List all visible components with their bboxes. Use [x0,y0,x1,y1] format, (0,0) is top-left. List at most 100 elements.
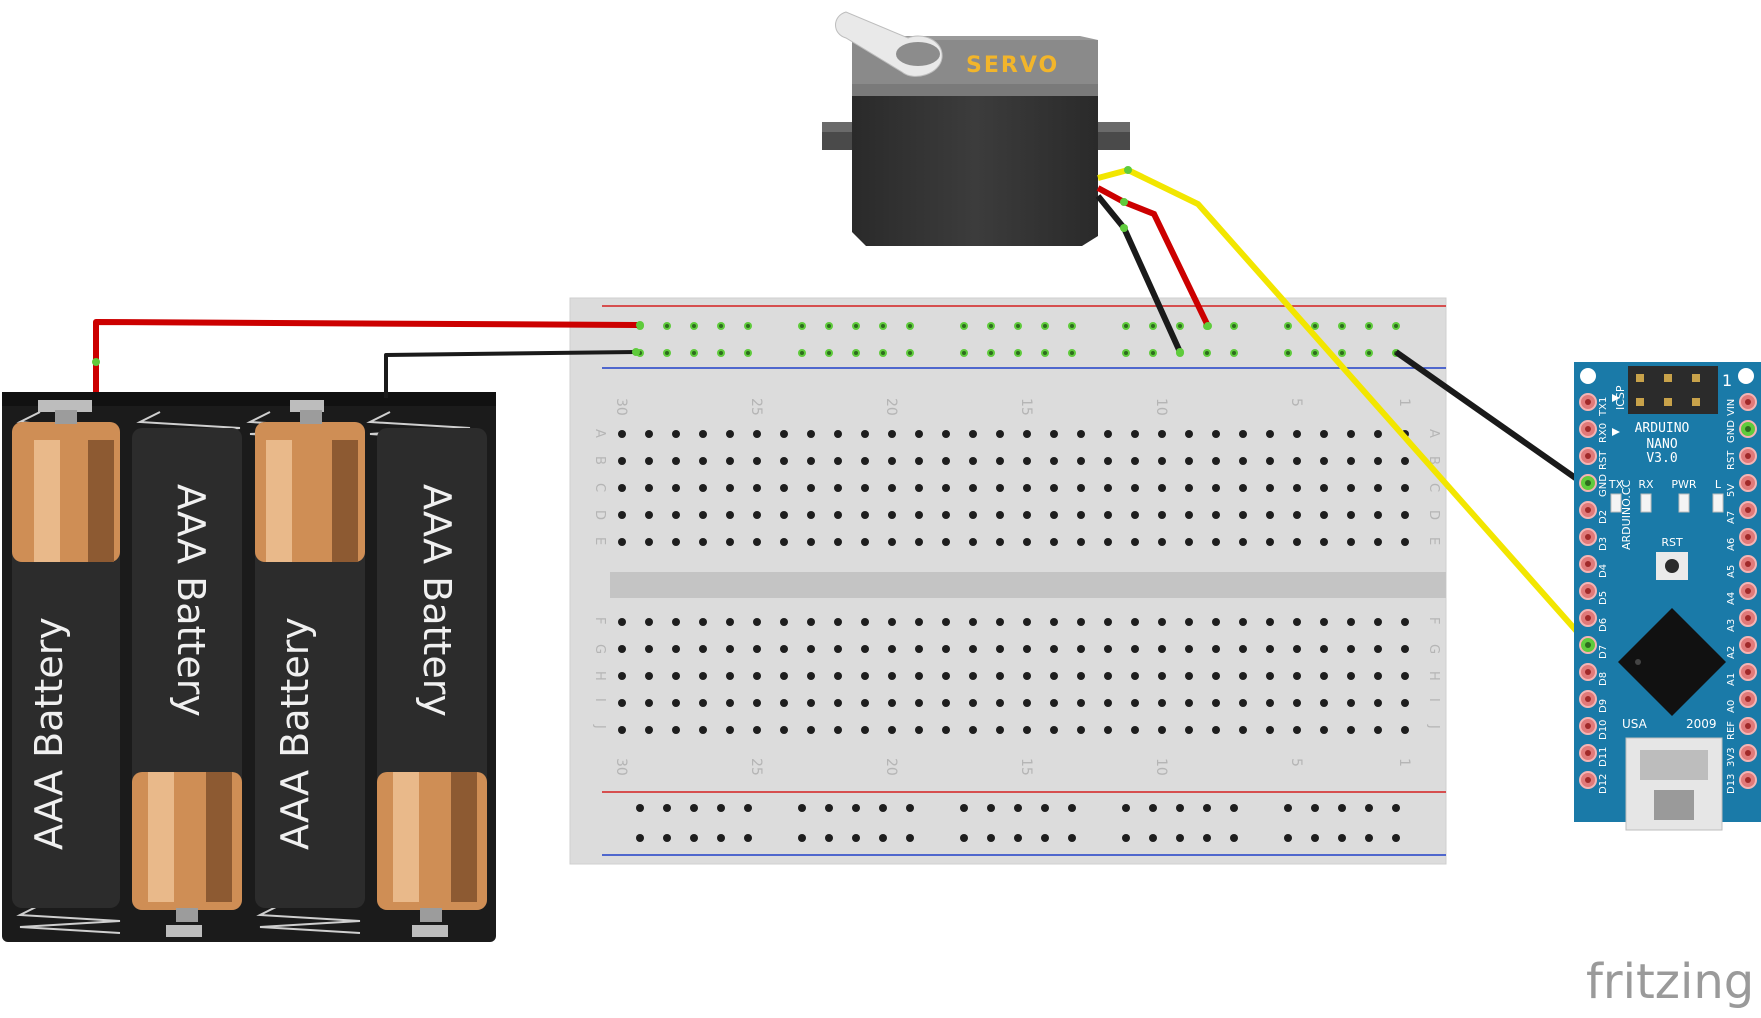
rail-hole[interactable] [690,834,698,842]
rail-hole[interactable] [960,834,968,842]
breadboard-hole[interactable] [1266,430,1274,438]
breadboard-hole[interactable] [1374,672,1382,680]
breadboard-hole[interactable] [996,618,1004,626]
breadboard-hole[interactable] [969,618,977,626]
breadboard-hole[interactable] [1320,457,1328,465]
rail-hole[interactable] [798,804,806,812]
breadboard-hole[interactable] [996,538,1004,546]
breadboard-hole[interactable] [1131,511,1139,519]
breadboard-hole[interactable] [969,511,977,519]
breadboard-hole[interactable] [726,672,734,680]
breadboard-hole[interactable] [618,672,626,680]
breadboard-hole[interactable] [996,511,1004,519]
breadboard-hole[interactable] [672,618,680,626]
breadboard-hole[interactable] [1158,618,1166,626]
rail-hole[interactable] [1122,834,1130,842]
rail-hole[interactable] [1284,804,1292,812]
breadboard-hole[interactable] [1158,430,1166,438]
breadboard-hole[interactable] [780,618,788,626]
breadboard-hole[interactable] [861,699,869,707]
breadboard-hole[interactable] [1320,484,1328,492]
breadboard-hole[interactable] [1104,457,1112,465]
breadboard-hole[interactable] [1185,672,1193,680]
breadboard-hole[interactable] [834,511,842,519]
breadboard-hole[interactable] [1266,457,1274,465]
breadboard-hole[interactable] [915,457,923,465]
breadboard-hole[interactable] [1185,430,1193,438]
breadboard-hole[interactable] [1401,511,1409,519]
breadboard-hole[interactable] [1347,699,1355,707]
breadboard-hole[interactable] [726,699,734,707]
breadboard-hole[interactable] [888,699,896,707]
breadboard-hole[interactable] [969,645,977,653]
breadboard-hole[interactable] [780,511,788,519]
breadboard-hole[interactable] [1374,538,1382,546]
breadboard-hole[interactable] [834,484,842,492]
breadboard-hole[interactable] [780,484,788,492]
breadboard-hole[interactable] [672,457,680,465]
breadboard-hole[interactable] [1212,726,1220,734]
breadboard-hole[interactable] [1077,484,1085,492]
rail-hole[interactable] [825,804,833,812]
breadboard-hole[interactable] [1158,457,1166,465]
breadboard-hole[interactable] [645,672,653,680]
breadboard-hole[interactable] [1131,699,1139,707]
breadboard-hole[interactable] [834,538,842,546]
breadboard-hole[interactable] [699,484,707,492]
breadboard-hole[interactable] [915,726,923,734]
breadboard-hole[interactable] [888,645,896,653]
breadboard-hole[interactable] [1266,538,1274,546]
breadboard-hole[interactable] [834,699,842,707]
breadboard-hole[interactable] [1185,699,1193,707]
breadboard-hole[interactable] [1239,699,1247,707]
breadboard-hole[interactable] [1050,618,1058,626]
breadboard-hole[interactable] [1212,645,1220,653]
breadboard-hole[interactable] [699,457,707,465]
breadboard-hole[interactable] [1158,726,1166,734]
breadboard-hole[interactable] [1077,618,1085,626]
breadboard-hole[interactable] [645,538,653,546]
breadboard-hole[interactable] [753,538,761,546]
breadboard-hole[interactable] [1401,672,1409,680]
breadboard-hole[interactable] [888,511,896,519]
breadboard-hole[interactable] [1374,645,1382,653]
rail-hole[interactable] [879,834,887,842]
breadboard-hole[interactable] [1320,699,1328,707]
breadboard-hole[interactable] [807,484,815,492]
breadboard-hole[interactable] [1158,511,1166,519]
breadboard-hole[interactable] [1158,672,1166,680]
breadboard-hole[interactable] [1374,726,1382,734]
breadboard-hole[interactable] [1293,484,1301,492]
rail-hole[interactable] [1149,834,1157,842]
breadboard-hole[interactable] [1212,699,1220,707]
breadboard-hole[interactable] [1050,645,1058,653]
breadboard-hole[interactable] [1023,699,1031,707]
breadboard-hole[interactable] [1050,430,1058,438]
breadboard-hole[interactable] [726,618,734,626]
breadboard-hole[interactable] [807,699,815,707]
breadboard-hole[interactable] [1266,618,1274,626]
breadboard-hole[interactable] [888,538,896,546]
breadboard-hole[interactable] [780,457,788,465]
breadboard-hole[interactable] [618,726,626,734]
rail-hole[interactable] [1014,804,1022,812]
breadboard-hole[interactable] [1239,538,1247,546]
breadboard-hole[interactable] [1239,672,1247,680]
breadboard-hole[interactable] [1077,538,1085,546]
breadboard-hole[interactable] [672,511,680,519]
breadboard-hole[interactable] [1401,618,1409,626]
breadboard-hole[interactable] [1050,699,1058,707]
rail-hole[interactable] [1203,834,1211,842]
rail-hole[interactable] [1338,804,1346,812]
breadboard-hole[interactable] [1158,699,1166,707]
breadboard-hole[interactable] [1320,618,1328,626]
breadboard-hole[interactable] [1239,645,1247,653]
breadboard-hole[interactable] [699,726,707,734]
breadboard-hole[interactable] [1185,645,1193,653]
breadboard-hole[interactable] [996,430,1004,438]
breadboard-hole[interactable] [753,726,761,734]
breadboard-hole[interactable] [861,430,869,438]
breadboard-hole[interactable] [969,457,977,465]
rail-hole[interactable] [1014,834,1022,842]
rail-hole[interactable] [906,834,914,842]
